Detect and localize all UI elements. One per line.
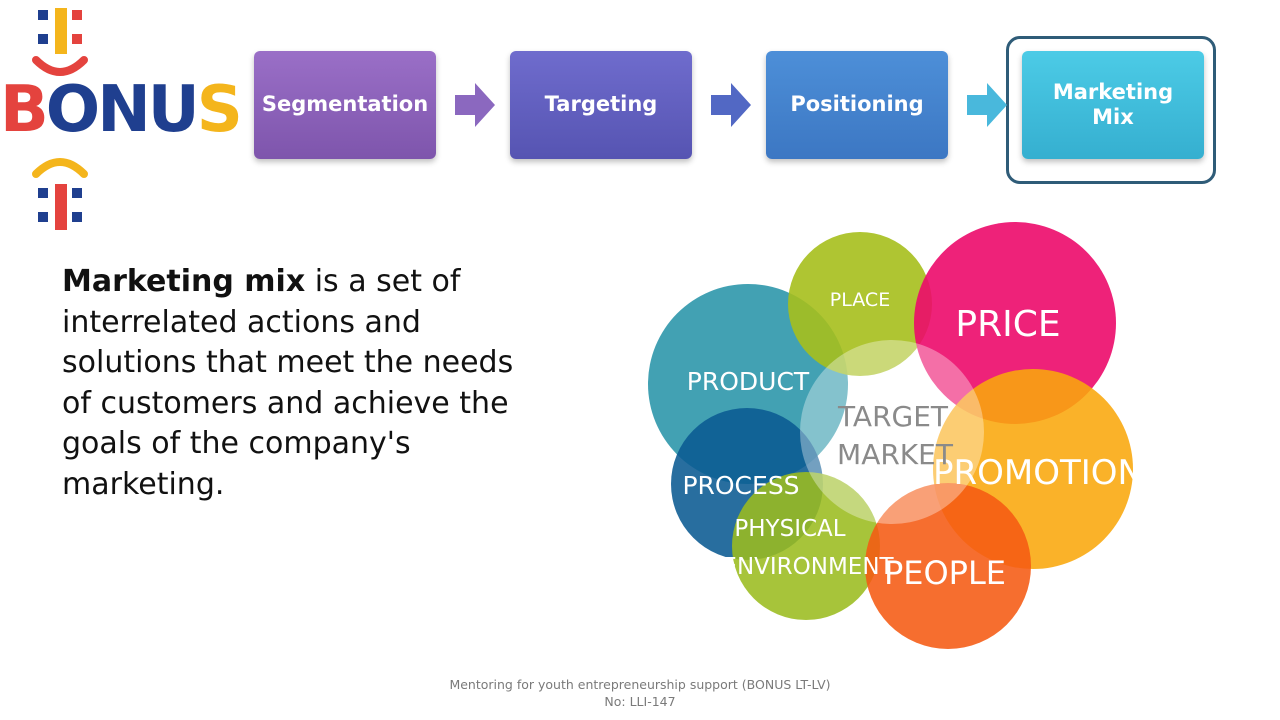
definition-term: Marketing mix: [62, 264, 306, 299]
logo-letter: S: [196, 73, 243, 147]
arrow-right-icon: [711, 83, 751, 127]
footer-line-1: Mentoring for youth entrepreneurship sup…: [449, 677, 831, 692]
label-people: PEOPLE: [884, 554, 1006, 592]
logo-figure-icon: [32, 8, 88, 230]
circle-people: [865, 483, 1031, 649]
label-process: PROCESS: [682, 471, 799, 500]
step-positioning: Positioning: [766, 51, 948, 159]
step-targeting: Targeting: [510, 51, 692, 159]
label-environment: ENVIRONMENT: [722, 554, 894, 580]
label-product: PRODUCT: [687, 367, 810, 396]
logo-letter: O: [45, 73, 100, 147]
label-physical: PHYSICAL: [734, 516, 845, 542]
bonus-logo: BONUS: [0, 0, 243, 235]
logo-letter: U: [147, 73, 200, 147]
step-label: Segmentation: [261, 92, 429, 117]
step-label: Marketing Mix: [1052, 79, 1174, 129]
footer-line-2: No: LLI-147: [604, 694, 676, 709]
arrow-right-icon: [455, 83, 495, 127]
definition-text: is a set of interrelated actions and sol…: [62, 264, 514, 502]
arrow-right-icon: [967, 83, 1007, 127]
step-segmentation: Segmentation: [254, 51, 436, 159]
logo-letter: N: [97, 73, 151, 147]
label-target: TARGET: [837, 400, 949, 433]
circle-physical-environment: [732, 472, 880, 620]
label-price: PRICE: [955, 304, 1060, 345]
step-label: Targeting: [544, 92, 658, 117]
circle-price: [914, 222, 1116, 424]
current-step-highlight: [1006, 36, 1216, 184]
step-label: Positioning: [790, 92, 924, 117]
logo-letter: B: [0, 73, 49, 147]
label-promotion: PROMOTION: [933, 453, 1143, 493]
circle-target-market: [800, 340, 984, 524]
marketing-mix-definition: Marketing mix is a set of interrelated a…: [62, 262, 532, 505]
label-place: PLACE: [830, 289, 890, 311]
label-market: MARKET: [837, 438, 954, 471]
step-marketing-mix: Marketing Mix: [1022, 51, 1204, 159]
logo-wordmark: BONUS: [0, 78, 243, 142]
footer: Mentoring for youth entrepreneurship sup…: [0, 676, 1280, 710]
circle-place: [788, 232, 932, 376]
